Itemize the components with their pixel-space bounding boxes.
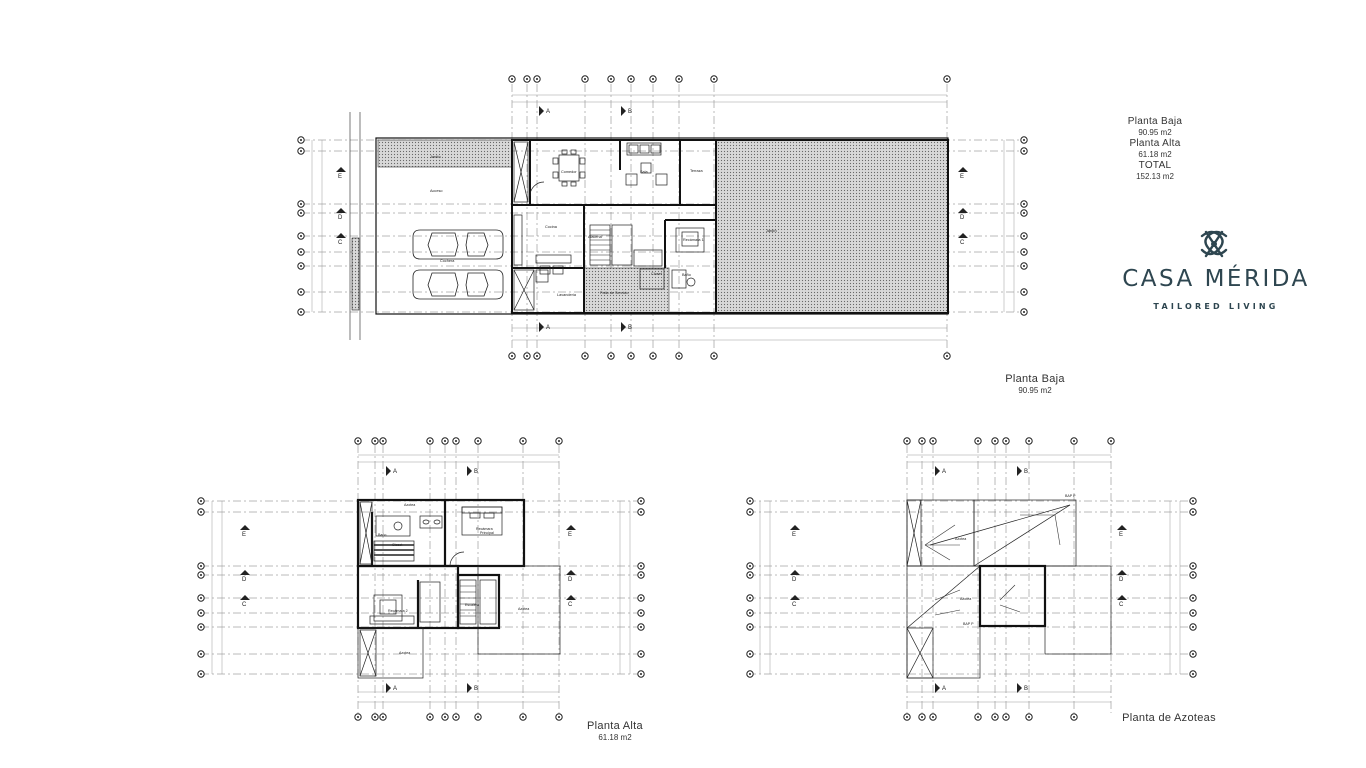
knot-emblem-icon — [1200, 230, 1228, 258]
upper-floor-plan: A B A B E D C E D C — [197, 437, 645, 721]
svg-text:A: A — [942, 686, 946, 692]
svg-text:Closet: Closet — [651, 272, 663, 276]
summary-planta-alta-area: 61.18 m2 — [1138, 150, 1172, 159]
upper-floor-title: Planta Alta 61.18 m2 — [565, 720, 665, 742]
svg-text:C: C — [568, 602, 573, 608]
brand-logo: CASA MÉRIDA TAILORED LIVING — [1086, 226, 1346, 311]
upper-floor-title-area: 61.18 m2 — [598, 732, 632, 742]
svg-text:C: C — [1119, 602, 1124, 608]
svg-text:Terraza: Terraza — [690, 169, 704, 173]
svg-text:Cochera: Cochera — [440, 259, 455, 263]
brand-tagline: TAILORED LIVING — [1153, 302, 1279, 311]
svg-text:BAP P: BAP P — [1065, 494, 1076, 498]
svg-text:Acceso: Acceso — [430, 189, 442, 193]
brand-name: CASA MÉRIDA — [1122, 266, 1310, 292]
roof-plan: A B A B E D C E D C — [746, 437, 1197, 721]
roof-plan-title: Planta de Azoteas — [1104, 712, 1234, 725]
svg-text:E: E — [792, 532, 796, 538]
svg-text:D: D — [960, 215, 965, 221]
summary-total-area: 152.13 m2 — [1136, 172, 1174, 181]
svg-text:Cocina: Cocina — [545, 225, 558, 229]
summary-planta-baja-label: Planta Baja — [1127, 116, 1183, 127]
svg-text:E: E — [338, 174, 342, 180]
svg-text:D: D — [242, 577, 247, 583]
svg-text:Jardín: Jardín — [766, 229, 777, 233]
summary-total-label: TOTAL — [1138, 160, 1172, 171]
svg-text:D: D — [792, 577, 797, 583]
svg-text:Jardín: Jardín — [430, 155, 441, 159]
svg-text:E: E — [960, 174, 964, 180]
svg-text:Recámara 2: Recámara 2 — [388, 609, 408, 613]
svg-text:Azotea: Azotea — [399, 651, 410, 655]
summary-planta-baja-area: 90.95 m2 — [1138, 128, 1172, 137]
summary-planta-alta-label: Planta Alta — [1129, 138, 1181, 149]
svg-text:Comedor: Comedor — [561, 170, 577, 174]
svg-text:E: E — [568, 532, 572, 538]
svg-text:E: E — [242, 532, 246, 538]
upper-floor-title-label: Planta Alta — [587, 720, 643, 732]
svg-text:C: C — [242, 602, 247, 608]
svg-text:Recámara 1: Recámara 1 — [683, 238, 704, 242]
svg-text:Patio de Servicio: Patio de Servicio — [600, 291, 629, 295]
svg-text:B: B — [474, 686, 478, 692]
svg-text:E: E — [1119, 532, 1123, 538]
svg-text:B: B — [628, 325, 632, 331]
svg-text:C: C — [960, 240, 965, 246]
svg-text:B: B — [1024, 686, 1028, 692]
svg-text:Escalera: Escalera — [465, 603, 479, 607]
svg-text:Azotea: Azotea — [955, 537, 966, 541]
svg-text:A: A — [546, 325, 550, 331]
svg-text:A: A — [393, 686, 397, 692]
svg-text:C: C — [792, 602, 797, 608]
svg-text:BAP P: BAP P — [963, 622, 974, 626]
svg-text:D: D — [338, 215, 343, 221]
svg-text:Baño: Baño — [682, 273, 691, 277]
svg-text:C: C — [338, 240, 343, 246]
svg-text:Azotea: Azotea — [960, 597, 971, 601]
svg-text:B: B — [628, 109, 632, 115]
svg-text:Sala: Sala — [640, 170, 648, 174]
ground-floor-title: Planta Baja 90.95 m2 — [985, 373, 1085, 395]
svg-text:Lavandería: Lavandería — [557, 293, 577, 297]
svg-text:Recámara: Recámara — [476, 527, 493, 531]
ground-floor-title-label: Planta Baja — [1005, 373, 1065, 385]
svg-text:A: A — [942, 469, 946, 475]
svg-text:B: B — [1024, 469, 1028, 475]
ground-floor-plan: A B A B E D C E D C — [297, 75, 1028, 360]
svg-text:B: B — [474, 469, 478, 475]
svg-text:A: A — [546, 109, 550, 115]
svg-text:Closet: Closet — [392, 543, 402, 547]
ground-floor-title-area: 90.95 m2 — [1018, 385, 1052, 395]
svg-text:Azotea: Azotea — [518, 607, 529, 611]
brand-logo-emblem-space — [1086, 226, 1346, 262]
svg-text:A: A — [393, 469, 397, 475]
svg-text:Principal: Principal — [480, 531, 494, 535]
area-summary: Planta Baja 90.95 m2 Planta Alta 61.18 m… — [1100, 116, 1210, 182]
svg-text:Alacena: Alacena — [588, 235, 603, 239]
roof-plan-title-label: Planta de Azoteas — [1122, 712, 1216, 724]
svg-text:Baño: Baño — [378, 533, 386, 537]
svg-text:D: D — [568, 577, 573, 583]
svg-text:Azotea: Azotea — [404, 503, 415, 507]
svg-text:D: D — [1119, 577, 1124, 583]
